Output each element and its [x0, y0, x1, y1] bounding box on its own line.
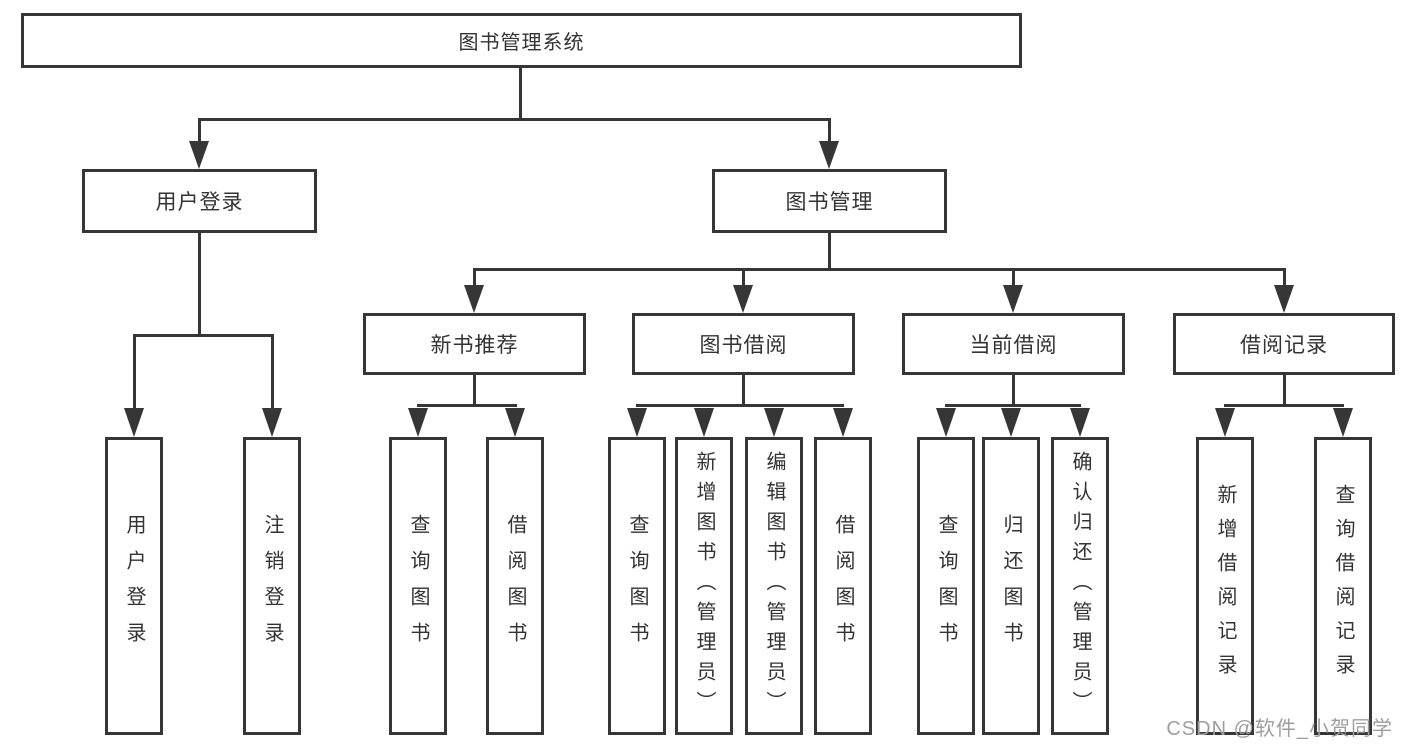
leaf-query-books-recommend: 查询图书 — [389, 437, 447, 735]
connector-vline — [828, 120, 831, 144]
leaf-label: 新增图书（管理员） — [693, 451, 715, 721]
connector-vline — [828, 233, 831, 271]
leaf-label: 编辑图书（管理员） — [763, 451, 785, 721]
node-book-management: 图书管理 — [712, 169, 947, 233]
connector-vline — [742, 375, 745, 407]
node-root: 图书管理系统 — [21, 13, 1022, 68]
connector-vline — [271, 336, 274, 410]
leaf-label: 新增借阅记录 — [1214, 484, 1236, 688]
arrow-down-icon — [627, 408, 647, 437]
arrow-down-icon — [505, 408, 525, 437]
connector-vline — [742, 270, 745, 287]
arrow-down-icon — [1003, 285, 1023, 313]
arrow-down-icon — [833, 408, 853, 437]
arrow-down-icon — [819, 141, 839, 169]
arrow-down-icon — [936, 408, 956, 437]
leaf-confirm-return-admin: 确认归还（管理员） — [1051, 437, 1109, 735]
connector-hline — [1224, 404, 1344, 407]
connector-hline — [417, 404, 517, 407]
leaf-logout: 注销登录 — [243, 437, 301, 735]
leaf-label: 借阅图书 — [832, 514, 854, 658]
leaf-add-book-admin: 新增图书（管理员） — [675, 437, 733, 735]
node-new-book-recommend: 新书推荐 — [363, 313, 586, 375]
leaf-label: 确认归还（管理员） — [1069, 451, 1091, 721]
leaf-label: 查询图书 — [407, 514, 429, 658]
node-book-borrow: 图书借阅 — [632, 313, 855, 375]
leaf-borrow-books: 借阅图书 — [814, 437, 872, 735]
leaf-label: 查询图书 — [626, 514, 648, 658]
connector-hline — [636, 404, 844, 407]
connector-hline — [198, 118, 831, 121]
node-borrow-records: 借阅记录 — [1173, 313, 1395, 375]
arrow-down-icon — [1215, 408, 1235, 437]
arrow-down-icon — [1001, 408, 1021, 437]
connector-vline — [473, 375, 476, 407]
node-user-login: 用户登录 — [82, 169, 317, 233]
connector-vline — [1012, 270, 1015, 287]
leaf-query-borrow-record: 查询借阅记录 — [1314, 437, 1372, 735]
connector-vline — [1012, 375, 1015, 407]
leaf-label: 借阅图书 — [504, 514, 526, 658]
connector-vline — [473, 270, 476, 287]
leaf-label: 查询借阅记录 — [1332, 484, 1354, 688]
leaf-label: 注销登录 — [261, 514, 283, 658]
connector-vline — [198, 120, 201, 144]
leaf-label: 查询图书 — [935, 514, 957, 658]
arrow-down-icon — [1333, 408, 1353, 437]
connector-hline — [945, 404, 1081, 407]
arrow-down-icon — [764, 408, 784, 437]
connector-hline — [133, 334, 274, 337]
leaf-add-borrow-record: 新增借阅记录 — [1196, 437, 1254, 735]
node-current-borrow: 当前借阅 — [902, 313, 1125, 375]
leaf-label: 用户登录 — [123, 514, 145, 658]
connector-vline — [1283, 375, 1286, 407]
leaf-query-books-current: 查询图书 — [917, 437, 975, 735]
leaf-query-books-borrow: 查询图书 — [608, 437, 666, 735]
leaf-borrow-books-recommend: 借阅图书 — [486, 437, 544, 735]
connector-vline — [198, 233, 201, 334]
watermark-text: CSDN @软件_小贺同学 — [1166, 718, 1393, 740]
arrow-down-icon — [1070, 408, 1090, 437]
connector-vline — [1283, 270, 1286, 287]
connector-hline — [473, 268, 1286, 271]
arrow-down-icon — [694, 408, 714, 437]
arrow-down-icon — [464, 285, 484, 313]
arrow-down-icon — [733, 285, 753, 313]
connector-vline — [519, 68, 522, 120]
arrow-down-icon — [189, 141, 209, 169]
leaf-return-book: 归还图书 — [982, 437, 1040, 735]
arrow-down-icon — [124, 408, 144, 437]
leaf-edit-book-admin: 编辑图书（管理员） — [745, 437, 803, 735]
connector-vline — [133, 336, 136, 410]
leaf-label: 归还图书 — [1000, 514, 1022, 658]
arrow-down-icon — [408, 408, 428, 437]
arrow-down-icon — [262, 408, 282, 437]
arrow-down-icon — [1274, 285, 1294, 313]
leaf-user-login: 用户登录 — [105, 437, 163, 735]
